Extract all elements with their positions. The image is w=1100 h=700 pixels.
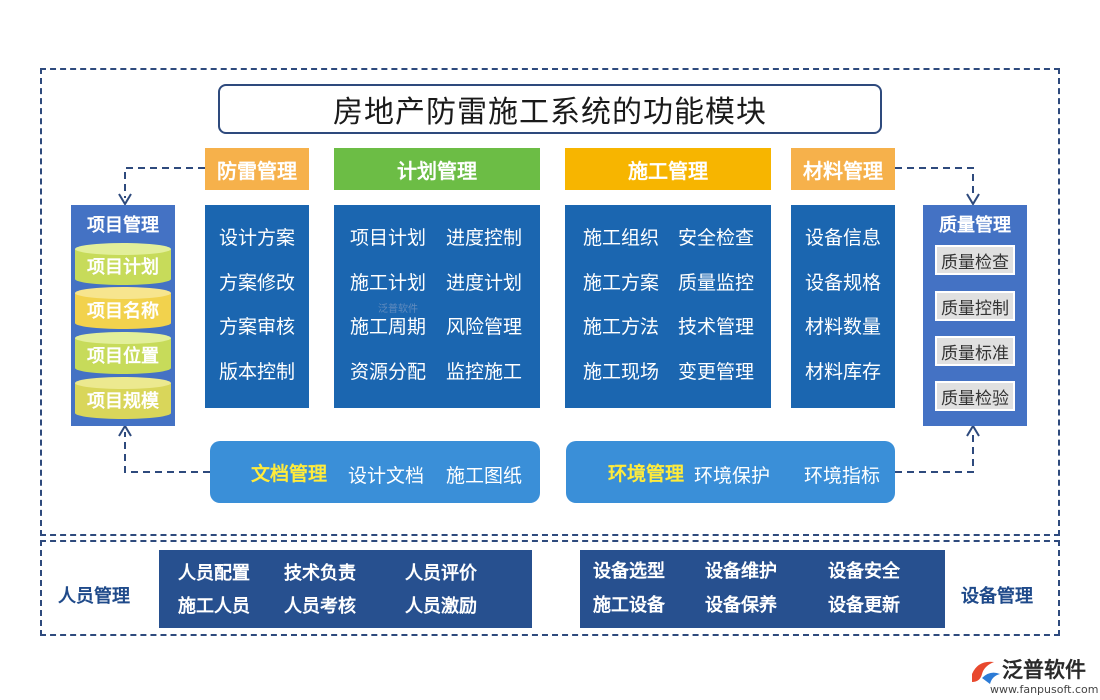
equipment-label: 设备管理 xyxy=(961,586,1033,607)
list-item: 人员评价 xyxy=(405,563,477,584)
equipment-panel: 设备选型 设备维护 设备安全 施工设备 设备保养 设备更新 xyxy=(580,550,945,628)
pill-item: 施工图纸 xyxy=(446,465,523,487)
pill-title: 环境管理 xyxy=(608,463,685,485)
list-item: 人员配置 xyxy=(178,563,250,584)
lower-dashed-frame xyxy=(40,540,1060,636)
list-item: 设备保养 xyxy=(705,595,777,616)
quality-item: 质量检查 xyxy=(935,245,1015,275)
quality-item: 质量标准 xyxy=(935,336,1015,366)
list-item: 设计方案 xyxy=(219,227,296,249)
personnel-panel: 人员配置 技术负责 人员评价 施工人员 人员考核 人员激励 xyxy=(159,550,532,628)
list-item: 设备规格 xyxy=(805,272,882,294)
list-item: 资源分配 xyxy=(350,361,427,383)
list-item: 施工周期 xyxy=(350,316,427,338)
panel-lightning-mgmt: 设计方案 方案修改 方案审核 版本控制 xyxy=(205,205,309,408)
list-item: 人员考核 xyxy=(284,596,356,617)
watermark: 泛普软件 xyxy=(378,304,418,315)
pill-title: 文档管理 xyxy=(251,463,328,485)
doc-mgmt-pill: 文档管理 设计文档 施工图纸 xyxy=(210,441,540,503)
env-mgmt-pill: 环境管理 环境保护 环境指标 xyxy=(566,441,895,503)
logo-name: 泛普软件 xyxy=(1002,658,1086,682)
list-item: 材料数量 xyxy=(805,316,882,338)
upper-dashed-frame xyxy=(40,68,1060,536)
list-item: 施工组织 xyxy=(583,227,660,249)
header-construction-mgmt: 施工管理 xyxy=(565,148,771,190)
panel-plan-mgmt: 项目计划 进度控制 施工计划 进度计划 施工周期 风险管理 资源分配 监控施工 xyxy=(334,205,540,408)
list-item: 技术管理 xyxy=(678,316,755,338)
personnel-label: 人员管理 xyxy=(58,586,130,607)
cylinder-item: 项目计划 xyxy=(73,243,173,285)
panel-project-mgmt: 项目管理 项目计划 项目名称 项目位置 项目规模 xyxy=(71,205,175,426)
list-item: 进度控制 xyxy=(446,227,523,249)
diagram-title: 房地产防雷施工系统的功能模块 xyxy=(218,84,882,134)
list-item: 人员激励 xyxy=(405,596,477,617)
list-item: 版本控制 xyxy=(219,361,296,383)
list-item: 方案修改 xyxy=(219,272,296,294)
header-material-mgmt: 材料管理 xyxy=(791,148,895,190)
list-item: 施工人员 xyxy=(178,596,250,617)
list-item: 施工现场 xyxy=(583,361,660,383)
panel-material-mgmt: 设备信息 设备规格 材料数量 材料库存 xyxy=(791,205,895,408)
quality-item: 质量检验 xyxy=(935,381,1015,411)
logo: 泛普软件 www.fanpusoft.com xyxy=(968,652,1099,698)
list-item: 设备安全 xyxy=(828,561,900,582)
header-plan-mgmt: 计划管理 xyxy=(334,148,540,190)
panel-construction-mgmt: 施工组织 安全检查 施工方案 质量监控 施工方法 技术管理 施工现场 变更管理 xyxy=(565,205,771,408)
list-item: 设备更新 xyxy=(828,595,900,616)
list-item: 进度计划 xyxy=(446,272,523,294)
cylinder-item: 项目规模 xyxy=(73,377,173,419)
list-item: 材料库存 xyxy=(805,361,882,383)
list-item: 设备选型 xyxy=(593,561,665,582)
cylinder-item: 项目名称 xyxy=(73,287,173,329)
list-item: 施工设备 xyxy=(593,595,665,616)
pill-item: 环境保护 xyxy=(694,465,771,487)
logo-mark-icon xyxy=(972,661,1000,684)
list-item: 变更管理 xyxy=(678,361,755,383)
list-item: 设备维护 xyxy=(705,561,777,582)
list-item: 施工方法 xyxy=(583,316,660,338)
list-item: 施工方案 xyxy=(583,272,660,294)
list-item: 项目计划 xyxy=(350,227,427,249)
list-item: 安全检查 xyxy=(678,227,755,249)
list-item: 技术负责 xyxy=(284,563,356,584)
list-item: 监控施工 xyxy=(446,361,523,383)
list-item: 设备信息 xyxy=(805,227,882,249)
panel-title: 质量管理 xyxy=(939,215,1011,236)
logo-url: www.fanpusoft.com xyxy=(990,683,1099,696)
list-item: 质量监控 xyxy=(678,272,755,294)
panel-title: 项目管理 xyxy=(87,215,159,236)
cylinder-item: 项目位置 xyxy=(73,332,173,374)
pill-item: 环境指标 xyxy=(804,465,881,487)
list-item: 施工计划 xyxy=(350,272,427,294)
quality-item: 质量控制 xyxy=(935,291,1015,321)
pill-item: 设计文档 xyxy=(348,465,425,487)
list-item: 风险管理 xyxy=(446,316,523,338)
list-item: 方案审核 xyxy=(219,316,296,338)
header-lightning-mgmt: 防雷管理 xyxy=(205,148,309,190)
panel-quality-mgmt: 质量管理 质量检查 质量控制 质量标准 质量检验 xyxy=(923,205,1027,426)
